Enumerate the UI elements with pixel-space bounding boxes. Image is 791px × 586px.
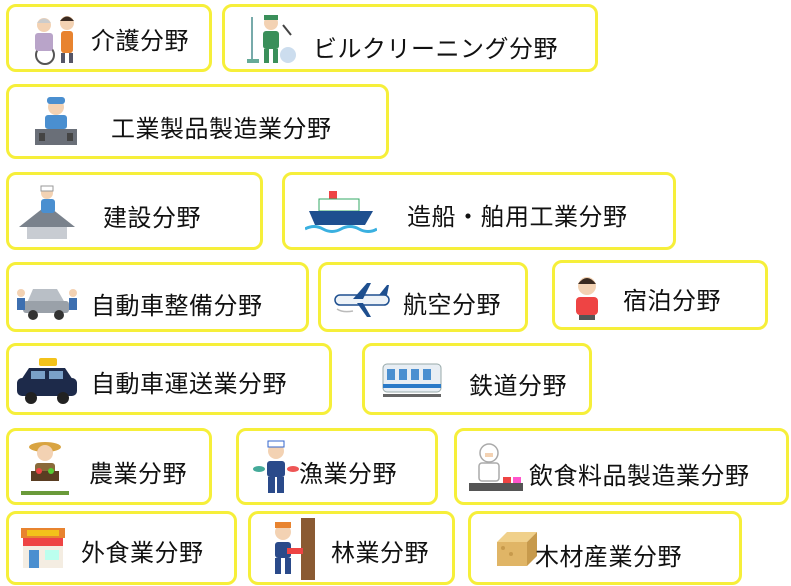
card-food-manufacturing[interactable]: 飲食料品製造業分野: [454, 428, 789, 505]
hotel-staff-icon: [576, 277, 598, 320]
card-auto-maintenance[interactable]: 自動車整備分野: [6, 262, 309, 332]
card-kaigo[interactable]: 介護分野: [6, 4, 212, 72]
card-railway[interactable]: 鉄道分野: [362, 343, 592, 415]
card-label: 鉄道分野: [469, 372, 567, 400]
card-label: 造船・舶用工業分野: [407, 203, 628, 231]
card-forestry[interactable]: 林業分野: [248, 511, 455, 585]
card-label: 建設分野: [103, 204, 201, 232]
card-shipbuilding[interactable]: 造船・舶用工業分野: [282, 172, 676, 250]
ship-icon: [305, 191, 377, 233]
car-mechanic-icon: [17, 289, 77, 320]
card-label: 航空分野: [403, 291, 501, 319]
card-label: 農業分野: [89, 460, 187, 488]
card-wood-industry[interactable]: 木材産業分野: [468, 511, 742, 585]
lumberjack-icon: [275, 518, 315, 580]
card-industrial-products[interactable]: 工業製品製造業分野: [6, 84, 389, 159]
cleaner-icon: [247, 15, 296, 63]
factory-worker-icon: [35, 97, 77, 145]
roofer-icon: [19, 185, 75, 239]
card-label: 漁業分野: [299, 460, 397, 488]
card-label: 外食業分野: [81, 539, 204, 567]
card-building-cleaning[interactable]: ビルクリーニング分野: [222, 4, 598, 72]
lumber-icon: [497, 532, 537, 566]
card-aviation[interactable]: 航空分野: [318, 262, 528, 332]
card-label: ビルクリーニング分野: [313, 35, 558, 63]
restaurant-icon: [21, 528, 65, 568]
card-label: 林業分野: [331, 539, 429, 567]
card-label: 飲食料品製造業分野: [529, 462, 750, 490]
taxi-icon: [17, 358, 77, 404]
card-label: 工業製品製造業分野: [111, 115, 332, 143]
card-label: 宿泊分野: [623, 287, 721, 315]
card-label: 介護分野: [91, 27, 189, 55]
card-agriculture[interactable]: 農業分野: [6, 428, 212, 505]
caregiver-icon: [35, 16, 74, 65]
food-factory-icon: [469, 443, 523, 491]
card-label: 木材産業分野: [535, 543, 682, 571]
card-fishery[interactable]: 漁業分野: [236, 428, 438, 505]
card-accommodation[interactable]: 宿泊分野: [552, 260, 768, 330]
fisherman-icon: [253, 440, 299, 493]
card-label: 自動車運送業分野: [91, 370, 287, 398]
card-construction[interactable]: 建設分野: [6, 172, 263, 250]
card-food-service[interactable]: 外食業分野: [6, 511, 237, 585]
card-auto-transport[interactable]: 自動車運送業分野: [6, 343, 332, 415]
airplane-icon: [334, 283, 390, 317]
card-label: 自動車整備分野: [91, 292, 263, 320]
train-icon: [382, 363, 442, 397]
farmer-icon: [21, 442, 69, 495]
